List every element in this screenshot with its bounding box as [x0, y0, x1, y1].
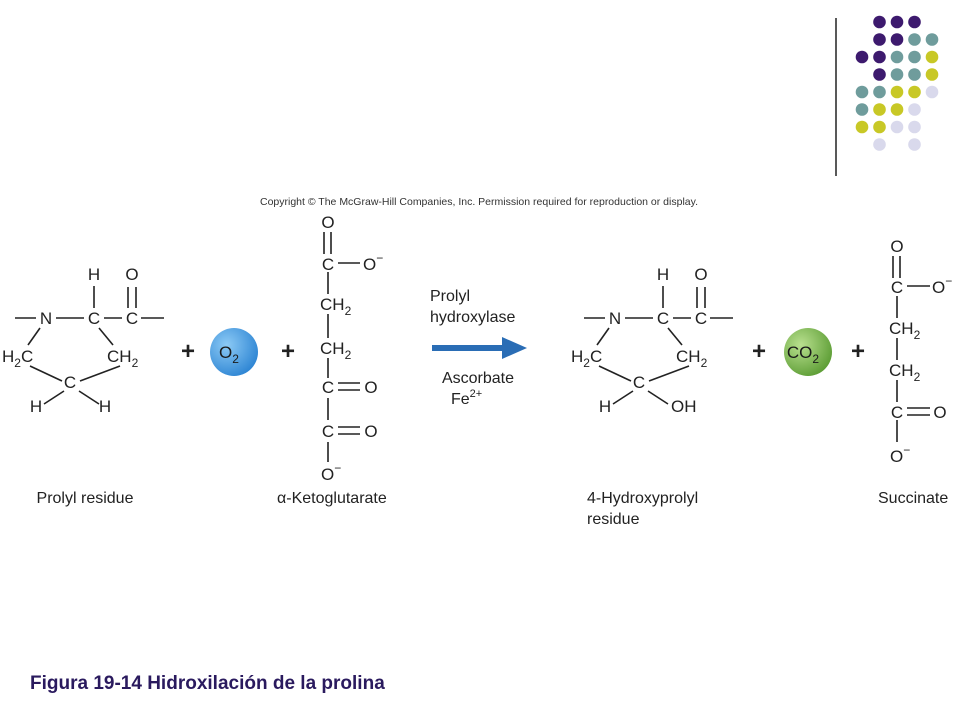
o2-label: O2 [219, 343, 239, 366]
atom-ch2: CH2 [889, 361, 921, 384]
decorative-dot [890, 33, 904, 46]
atom-h2c: H2C [571, 347, 602, 370]
co2-molecule: CO2 [784, 328, 832, 376]
atom-c: C [88, 309, 100, 328]
atom-ch2: CH2 [320, 339, 352, 362]
atom-o: O [364, 422, 377, 441]
decorative-dot [890, 68, 904, 81]
atom-h: H [88, 265, 100, 284]
decorative-dot [908, 68, 921, 81]
decorative-dot [873, 138, 886, 151]
decorative-dot [890, 15, 904, 29]
decorative-dot [925, 68, 939, 81]
decorative-dot [890, 85, 904, 99]
atom-c: C [657, 309, 669, 328]
prolyl-residue-label: Prolyl residue [37, 490, 134, 507]
reaction-arrow [432, 337, 527, 359]
atom-ch2: CH2 [320, 295, 352, 318]
atom-h: H [657, 265, 669, 284]
cofactor-iron: Fe2+ [451, 388, 482, 408]
decorative-dot [908, 103, 921, 116]
atom-o: O [933, 403, 946, 422]
atom-c: C [695, 309, 707, 328]
atom-c: C [322, 255, 334, 274]
atom-o-minus: O− [321, 461, 341, 484]
atom-c: C [633, 373, 645, 392]
atom-c: C [64, 373, 76, 392]
decorative-dot [925, 33, 939, 46]
decorative-dot [925, 50, 939, 64]
decorative-dot [908, 120, 921, 134]
atom-h2c: H2C [2, 347, 33, 370]
decorative-dot [873, 15, 886, 29]
decorative-dot [908, 50, 921, 64]
plus-sign: + [851, 338, 865, 365]
decorative-dot [855, 50, 869, 64]
decorative-dot [873, 120, 886, 134]
prolyl-bonds [15, 286, 164, 405]
atom-h: H [30, 397, 42, 416]
figure-caption: Figura 19-14 Hidroxilación de la prolina [30, 673, 385, 694]
copyright-notice: Copyright © The McGraw-Hill Companies, I… [260, 196, 698, 208]
atom-c: C [126, 309, 138, 328]
atom-n: N [40, 309, 52, 328]
decorative-dot [873, 68, 886, 81]
atom-c: C [322, 378, 334, 397]
atom-o: O [125, 265, 138, 284]
decorative-dot [855, 120, 869, 134]
atom-c: C [891, 278, 903, 297]
atom-h: H [99, 397, 111, 416]
atom-ch2: CH2 [676, 347, 708, 370]
decorative-dot [855, 103, 869, 116]
co2-label: CO2 [787, 343, 820, 366]
atom-c: C [891, 403, 903, 422]
co2-circle [784, 328, 832, 376]
prolyl-residue-structure: H O N C C H2C CH2 C H H [2, 265, 164, 416]
plus-sign: + [752, 338, 766, 365]
o2-molecule: O2 [210, 328, 258, 376]
decorative-dot-grid [855, 15, 939, 151]
decorative-dot [873, 103, 886, 116]
decorative-dot [908, 33, 921, 46]
decorative-dot [890, 120, 904, 134]
enzyme-name-line2: hydroxylase [430, 309, 515, 326]
atom-h: H [599, 397, 611, 416]
hydroxyprolyl-label-line1: 4-Hydroxyprolyl [587, 490, 698, 507]
atom-o-minus: O− [363, 251, 383, 274]
atom-o-minus: O− [932, 274, 952, 297]
decorative-dot [873, 85, 886, 99]
hydroxyprolyl-label-line2: residue [587, 511, 640, 528]
atom-o: O [364, 378, 377, 397]
decorative-dot [908, 85, 921, 99]
cofactor-ascorbate: Ascorbate [442, 370, 514, 387]
o2-circle [210, 328, 258, 376]
ketoglutarate-structure: O C O− CH2 CH2 C O C O O− [320, 213, 383, 484]
atom-o: O [321, 213, 334, 232]
ketoglutarate-label: α-Ketoglutarate [277, 490, 387, 507]
enzyme-name-line1: Prolyl [430, 288, 470, 305]
plus-sign: + [181, 338, 195, 365]
hydroxyprolyl-residue-structure: H O N C C H2C CH2 C H OH [571, 265, 733, 416]
atom-o: O [890, 237, 903, 256]
decorative-dot [908, 15, 921, 29]
atom-o-minus: O− [890, 443, 910, 466]
atom-ch2: CH2 [889, 319, 921, 342]
decorative-dot [890, 103, 904, 116]
succinate-label: Succinate [878, 490, 948, 507]
decorative-dot [908, 138, 921, 151]
decorative-dot [925, 85, 939, 99]
atom-o: O [694, 265, 707, 284]
decorative-dot [873, 33, 886, 46]
atom-ch2: CH2 [107, 347, 139, 370]
succinate-structure: O C O− CH2 CH2 C O O− [889, 237, 952, 466]
decorative-dot [873, 50, 886, 64]
atom-oh: OH [671, 397, 697, 416]
atom-c: C [322, 422, 334, 441]
plus-sign: + [281, 338, 295, 365]
atom-n: N [609, 309, 621, 328]
decorative-dot [855, 85, 869, 99]
decorative-dot [890, 50, 904, 64]
